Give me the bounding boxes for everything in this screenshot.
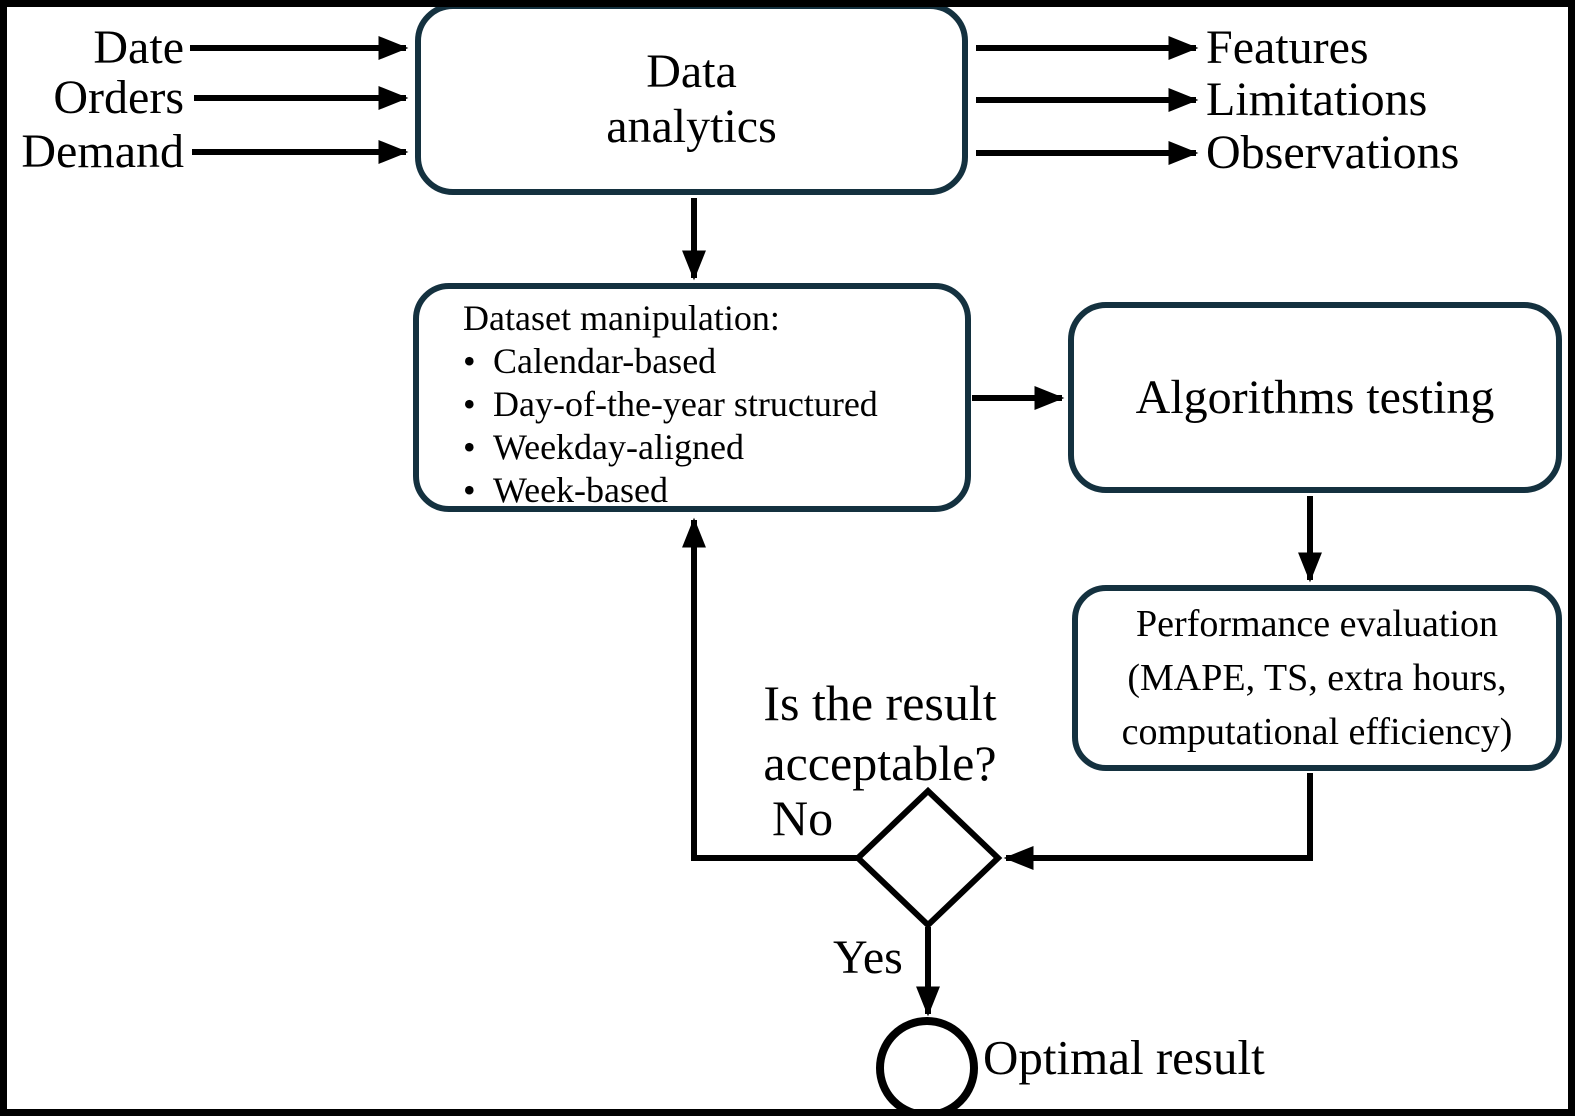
- dataset-manipulation-title: Dataset manipulation:: [463, 298, 780, 338]
- dataset-item: • Week-based: [463, 469, 955, 512]
- algorithms-testing-node: Algorithms testing: [1068, 302, 1562, 493]
- decision-question: Is the result acceptable?: [763, 675, 997, 791]
- input-label-demand: Demand: [21, 125, 184, 178]
- data-analytics-label: Data analytics: [606, 45, 777, 153]
- output-label-observations: Observations: [1206, 126, 1460, 179]
- dataset-manipulation-node: Dataset manipulation: • Calendar-based •…: [413, 283, 971, 512]
- dataset-item-label: Calendar-based: [493, 341, 717, 381]
- output-label-features: Features: [1206, 21, 1369, 74]
- decision-diamond: [853, 786, 1003, 930]
- optimal-result-circle: [876, 1017, 978, 1116]
- output-label-limitations: Limitations: [1206, 73, 1428, 126]
- arrow-no-loop: [682, 517, 858, 861]
- data-analytics-node: Data analytics: [415, 3, 968, 195]
- bullet-icon: •: [463, 384, 476, 424]
- dataset-item: • Calendar-based: [463, 340, 955, 383]
- bullet-icon: •: [463, 341, 476, 381]
- dataset-item: • Day-of-the-year structured: [463, 383, 955, 426]
- bullet-icon: •: [463, 470, 476, 510]
- performance-evaluation-node: Performance evaluation (MAPE, TS, extra …: [1072, 585, 1562, 771]
- dataset-item: • Weekday-aligned: [463, 426, 955, 469]
- input-label-orders: Orders: [53, 71, 184, 124]
- performance-evaluation-label: Performance evaluation (MAPE, TS, extra …: [1121, 603, 1513, 753]
- arrow-performance-to-decision: [1003, 773, 1313, 870]
- dataset-item-label: Week-based: [493, 470, 669, 510]
- dataset-item-label: Weekday-aligned: [493, 427, 744, 467]
- decision-no-label: No: [772, 790, 834, 846]
- algorithms-testing-label: Algorithms testing: [1135, 371, 1495, 424]
- decision-yes-label: Yes: [833, 931, 903, 984]
- optimal-result-label: Optimal result: [983, 1030, 1265, 1085]
- input-label-date: Date: [93, 21, 184, 74]
- bullet-icon: •: [463, 427, 476, 467]
- dataset-item-label: Day-of-the-year structured: [493, 384, 878, 424]
